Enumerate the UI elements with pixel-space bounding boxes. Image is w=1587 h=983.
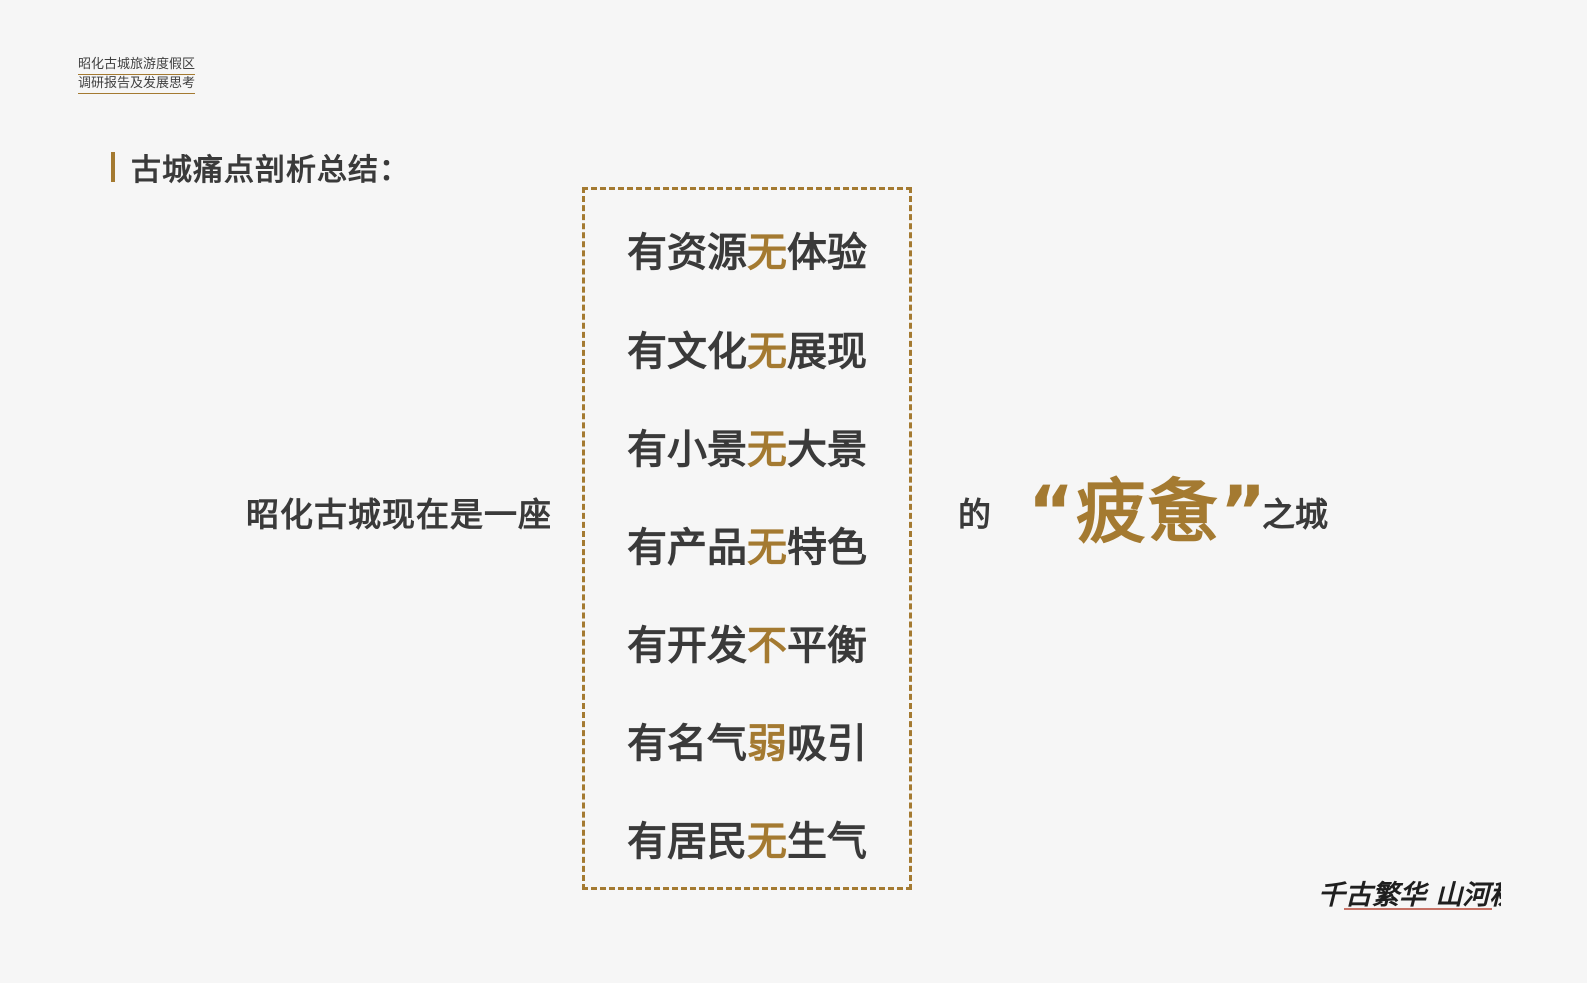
pain-point-pre: 有名气 (627, 721, 747, 767)
pain-point-item: 有文化无展现 (627, 319, 867, 377)
pain-point-post: 生气 (787, 819, 867, 865)
pain-point-post: 大景 (787, 427, 867, 473)
logo-graphic: 千古繁华 山河秘境 (1318, 880, 1547, 911)
pain-point-post: 体验 (787, 230, 867, 276)
header-line-1: 昭化古城旅游度假区 (78, 56, 196, 75)
pain-point-highlight: 无 (747, 329, 787, 375)
pain-point-highlight: 无 (747, 525, 787, 571)
pain-point-pre: 有小景 (627, 427, 747, 473)
section-title-text: 古城痛点剖析总结： (131, 153, 410, 188)
statement-suffix: 之城 (1262, 495, 1328, 534)
section-title: 古城痛点剖析总结： (111, 151, 410, 188)
pain-point-post: 平衡 (787, 623, 867, 669)
logo-text: 千古繁华 山河秘境 (1318, 880, 1501, 911)
pain-point-item: 有产品无特色 (627, 515, 867, 573)
pain-point-highlight: 弱 (747, 721, 787, 767)
pain-point-post: 吸引 (787, 721, 867, 767)
calligraphy-logo-icon: 千古繁华 山河秘境 (1316, 874, 1547, 918)
pain-point-post: 展现 (787, 329, 867, 375)
pain-point-pre: 有文化 (627, 329, 747, 375)
pain-point-item: 有开发不平衡 (627, 613, 867, 671)
section-title-accent-bar (111, 152, 115, 182)
header-line-2: 调研报告及发展思考 (78, 75, 196, 94)
pain-point-item: 有名气弱吸引 (627, 711, 867, 769)
pain-point-post: 特色 (787, 525, 867, 571)
pain-point-highlight: 不 (747, 623, 787, 669)
statement-connector: 的 (958, 495, 991, 534)
pain-point-pre: 有开发 (627, 623, 747, 669)
pain-point-pre: 有资源 (627, 230, 747, 276)
pain-point-highlight: 无 (747, 230, 787, 276)
pain-point-pre: 有居民 (627, 819, 747, 865)
document-header: 昭化古城旅游度假区 调研报告及发展思考 (78, 56, 196, 94)
pain-point-highlight: 无 (747, 427, 787, 473)
statement-keyword: “疲惫” (1028, 471, 1269, 553)
pain-point-highlight: 无 (747, 819, 787, 865)
pain-point-pre: 有产品 (627, 525, 747, 571)
pain-point-item: 有居民无生气 (627, 809, 867, 867)
logo-subline (1344, 908, 1492, 910)
statement-prefix: 昭化古城现在是一座 (246, 495, 552, 534)
pain-point-item: 有资源无体验 (627, 220, 867, 278)
pain-points-box (582, 187, 912, 890)
pain-point-item: 有小景无大景 (627, 417, 867, 475)
